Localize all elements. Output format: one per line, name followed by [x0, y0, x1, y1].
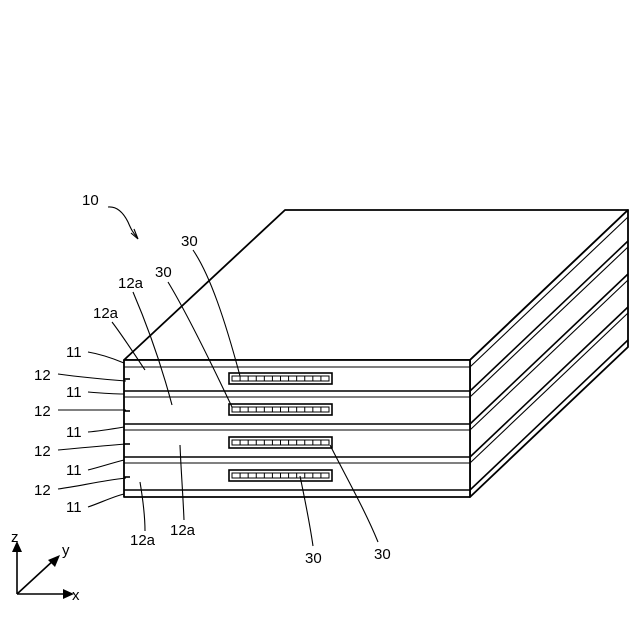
label-layer-11: 11	[66, 384, 82, 401]
label-layer-11: 11	[66, 424, 82, 441]
label-layer-12: 12	[34, 482, 51, 499]
label-layer-12: 12	[34, 367, 51, 384]
element-30-bar	[229, 404, 332, 415]
axis-label-y: y	[62, 542, 70, 559]
label-layer-11: 11	[66, 499, 82, 516]
label-layer-11: 11	[66, 344, 82, 361]
label-device: 10	[82, 192, 99, 209]
label-layer-11: 11	[66, 462, 82, 479]
axis-label-x: x	[72, 587, 80, 604]
label-region-12a: 12a	[118, 275, 144, 292]
axis-label-z: z	[11, 529, 19, 546]
label-layer-12: 12	[34, 443, 51, 460]
label-element-30: 30	[155, 264, 172, 281]
element-30-bar	[229, 470, 332, 481]
element-30-bar	[229, 437, 332, 448]
label-element-30: 30	[181, 233, 198, 250]
stack-body	[124, 210, 628, 497]
element-30-bar	[229, 373, 332, 384]
label-region-12a: 12a	[130, 532, 156, 549]
label-region-12a: 12a	[170, 522, 196, 539]
label-region-12a: 12a	[93, 305, 119, 322]
label-element-30: 30	[374, 546, 391, 563]
label-layer-12: 12	[34, 403, 51, 420]
coordinate-axes: z y x	[11, 529, 80, 604]
label-element-30: 30	[305, 550, 322, 567]
